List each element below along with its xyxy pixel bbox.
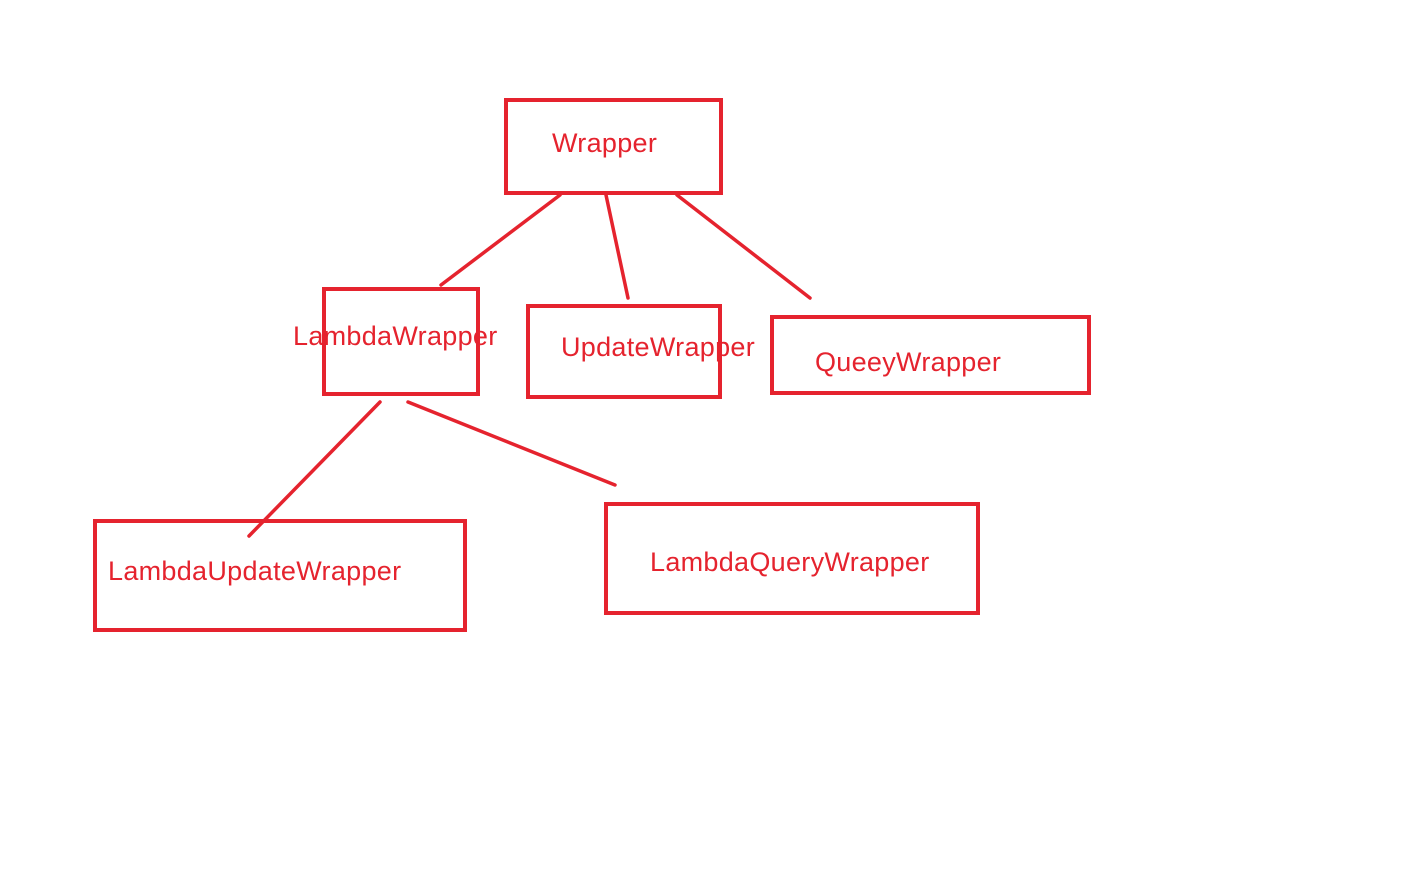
edge-wrapper-to-query-wrapper	[675, 193, 812, 300]
node-box-wrapper	[504, 98, 723, 195]
node-box-update-wrapper	[526, 304, 722, 399]
node-box-query-wrapper	[770, 315, 1091, 395]
node-label-lambda-wrapper: LambdaWrapper	[293, 321, 498, 351]
node-label-query-wrapper: QueeyWrapper	[815, 347, 1002, 377]
node-label-lambda-update-wrapper: LambdaUpdateWrapper	[108, 556, 402, 586]
edge-wrapper-to-update-wrapper	[604, 193, 630, 300]
node-label-update-wrapper: UpdateWrapper	[561, 332, 756, 362]
edge-lambda-wrapper-to-lambda-query-wrapper	[406, 400, 617, 487]
node-box-lambda-wrapper	[322, 287, 480, 396]
edge-lambda-wrapper-to-lambda-update-wrapper	[247, 400, 382, 538]
edge-wrapper-to-lambda-wrapper	[439, 193, 562, 287]
node-box-lambda-update-wrapper	[93, 519, 467, 632]
node-box-lambda-query-wrapper	[604, 502, 980, 615]
node-label-wrapper: Wrapper	[552, 128, 658, 158]
node-label-lambda-query-wrapper: LambdaQueryWrapper	[650, 547, 930, 577]
